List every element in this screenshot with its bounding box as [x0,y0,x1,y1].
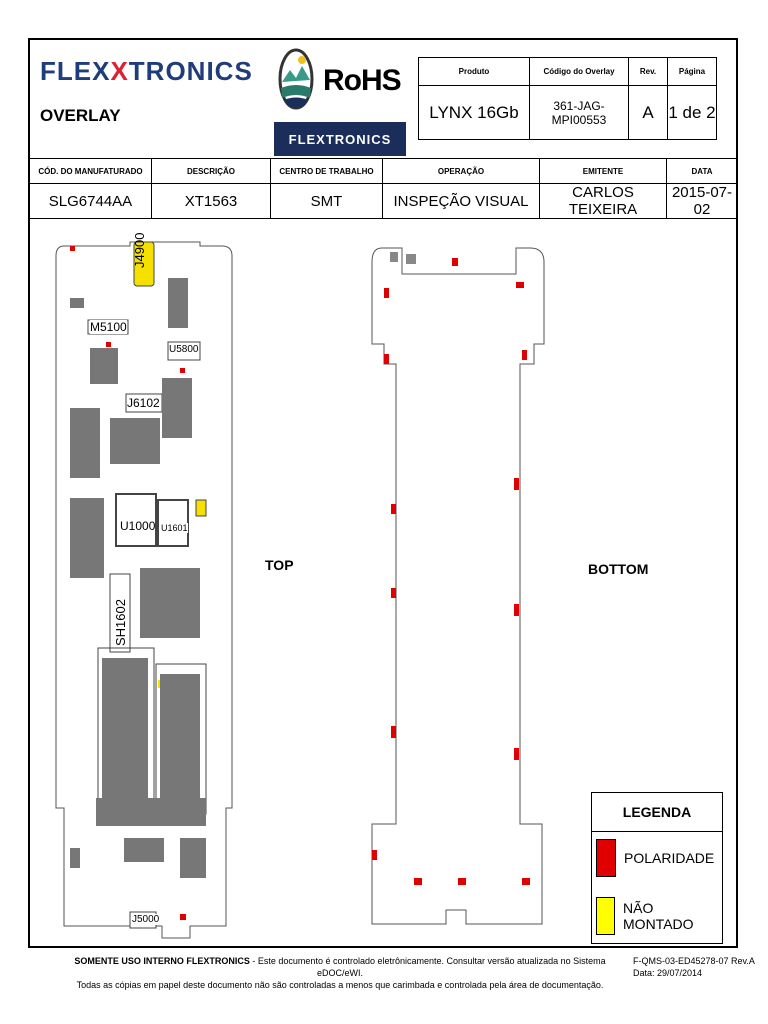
header-cell: EMITENTE [539,158,667,184]
header-cell: CÓD. DO MANUFATURADO [29,158,152,184]
component-u1000: U1000 [120,519,156,533]
component-sh1602: SH1602 [113,599,128,646]
rohs-title: RoHS [323,64,402,97]
product-table: Produto Código do Overlay Rev. Página LY… [418,57,717,140]
header-cell: DESCRIÇÃO [151,158,271,184]
legend-item-polarity: POLARIDADE [596,839,714,877]
top-board-diagram [55,241,233,939]
component-u5800: U5800 [169,344,199,355]
bottom-board-diagram [371,247,545,925]
info-table: CÓD. DO MANUFATURADO DESCRIÇÃO CENTRO DE… [29,158,738,219]
page-value: 1 de 2 [667,85,717,140]
form-date: Data: 29/07/2014 [633,968,703,978]
document-frame [28,38,738,948]
date-value: 2015-07-02 [666,183,738,219]
legend-item-not-mounted: NÃO MONTADO [596,897,722,935]
work-center-value: SMT [270,183,383,219]
component-j5000: J5000 [132,914,160,925]
rohs-badge: FLEXTRONICS [274,122,406,156]
footer-line1: - Este documento é controlado eletrônica… [249,956,606,978]
legend-label: POLARIDADE [624,850,715,866]
header-cell: Código do Overlay [529,57,629,86]
manufactured-code-value: SLG6744AA [29,183,152,219]
polarity-swatch [596,839,616,877]
component-j6102: J6102 [127,396,160,410]
component-j4900: J4900 [132,232,147,268]
component-m5100: M5100 [90,320,127,334]
overlay-code-value: 361-JAG-MPI00553 [529,85,629,140]
flextronics-logo: FLEXXTRONICS [40,56,253,86]
header-cell: OPERAÇÃO [382,158,540,184]
doc-type-title: OVERLAY [40,106,121,125]
product-value: LYNX 16Gb [418,85,530,140]
legend-box: LEGENDA POLARIDADE NÃO MONTADO [591,792,723,944]
issuer-value: CARLOS TEIXEIRA [539,183,667,219]
operation-value: INSPEÇÃO VISUAL [382,183,540,219]
header-cell: Produto [418,57,530,86]
header-cell: CENTRO DE TRABALHO [270,158,383,184]
footer-notice: SOMENTE USO INTERNO FLEXTRONICS - Este d… [60,955,620,991]
form-code: F-QMS-03-ED45278-07 Rev.A [633,956,755,966]
component-u1601: U1601 [161,523,188,533]
legend-title: LEGENDA [592,793,722,832]
footer-bold: SOMENTE USO INTERNO FLEXTRONICS [74,956,250,966]
top-label: TOP [265,557,294,573]
bottom-label: BOTTOM [588,561,649,577]
footer-form-info: F-QMS-03-ED45278-07 Rev.A Data: 29/07/20… [633,955,755,979]
header-cell: DATA [666,158,738,184]
rev-value: A [628,85,668,140]
footer-line2: Todas as cópias em papel deste documento… [76,980,604,990]
legend-label: NÃO MONTADO [623,900,694,932]
not-mounted-swatch [596,897,616,935]
description-value: XT1563 [151,183,271,219]
rohs-globe-icon [278,48,314,110]
header-cell: Rev. [628,57,668,86]
header-cell: Página [667,57,717,86]
